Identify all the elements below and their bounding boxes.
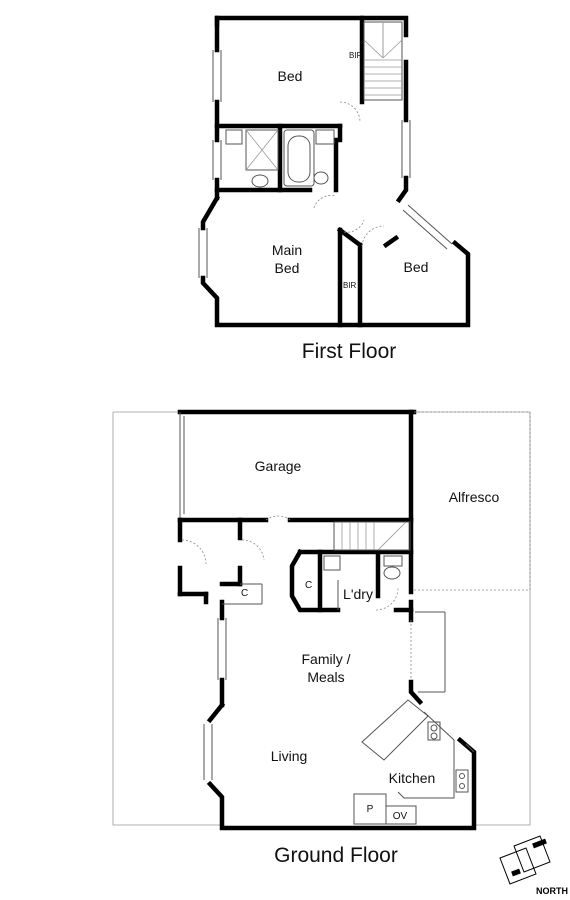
door-swing [343,219,365,233]
internal-wall [382,234,400,249]
door-swing [241,539,265,561]
room-label-kitchen: Kitchen [389,770,436,786]
window [402,209,448,250]
room-label-pantry: P [367,804,374,815]
room-label-closet-c1: C [241,588,248,599]
north-compass-icon: NORTH [499,835,568,896]
first-floor-stair [363,21,403,101]
toilet-cistern [383,555,403,567]
laundry-tub [323,555,341,571]
toilet [383,566,401,580]
room-label-main-bed-line1: Main [272,242,302,258]
wall-segment [395,175,409,204]
bathroom-fixtures [225,129,335,188]
first-floor-title: First Floor [302,340,397,363]
internal-wall [336,226,364,249]
room-label-bed-right: Bed [404,259,429,275]
door-swing [361,225,385,247]
kitchen-fixtures [353,699,469,825]
room-label-closet-c2: C [305,580,312,591]
ground-floor-plan: Garage Alfresco C C L'dry Family / Meals… [112,409,531,867]
room-label-alfresco: Alfresco [449,489,500,505]
door-swing [313,194,337,209]
bay-wall [200,239,471,328]
room-label-laundry: L'dry [343,586,373,602]
ground-floor-stair [333,521,411,551]
room-label-living: Living [271,748,308,764]
door-swing [265,515,291,521]
window [407,204,453,245]
compass-label: NORTH [536,886,568,896]
window [465,743,475,753]
laundry-wall [289,548,341,613]
room-label-garage: Garage [255,458,302,474]
first-floor-plan: Bed BIR Main Bed Bed BIR First Floor [198,15,471,363]
alfresco-outline [414,411,531,591]
door-swing [339,101,361,123]
room-label-family-line2: Meals [307,669,344,685]
room-label-oven: OV [393,811,408,822]
bay-wall [206,701,226,724]
door-swing [375,587,399,611]
door-swing [181,539,207,565]
first-floor-outer-wall [214,15,409,38]
room-label-bir-bottom: BIR [343,281,357,290]
room-label-bed-top: Bed [278,68,303,84]
room-label-bir-top: BIR [349,51,363,60]
ground-floor-title: Ground Floor [274,844,398,867]
bay-wall [200,194,221,231]
site-boundary [112,412,222,826]
wall-segment [408,679,424,706]
room-label-main-bed-line2: Bed [275,260,300,276]
room-label-family-line1: Family / [302,651,351,667]
